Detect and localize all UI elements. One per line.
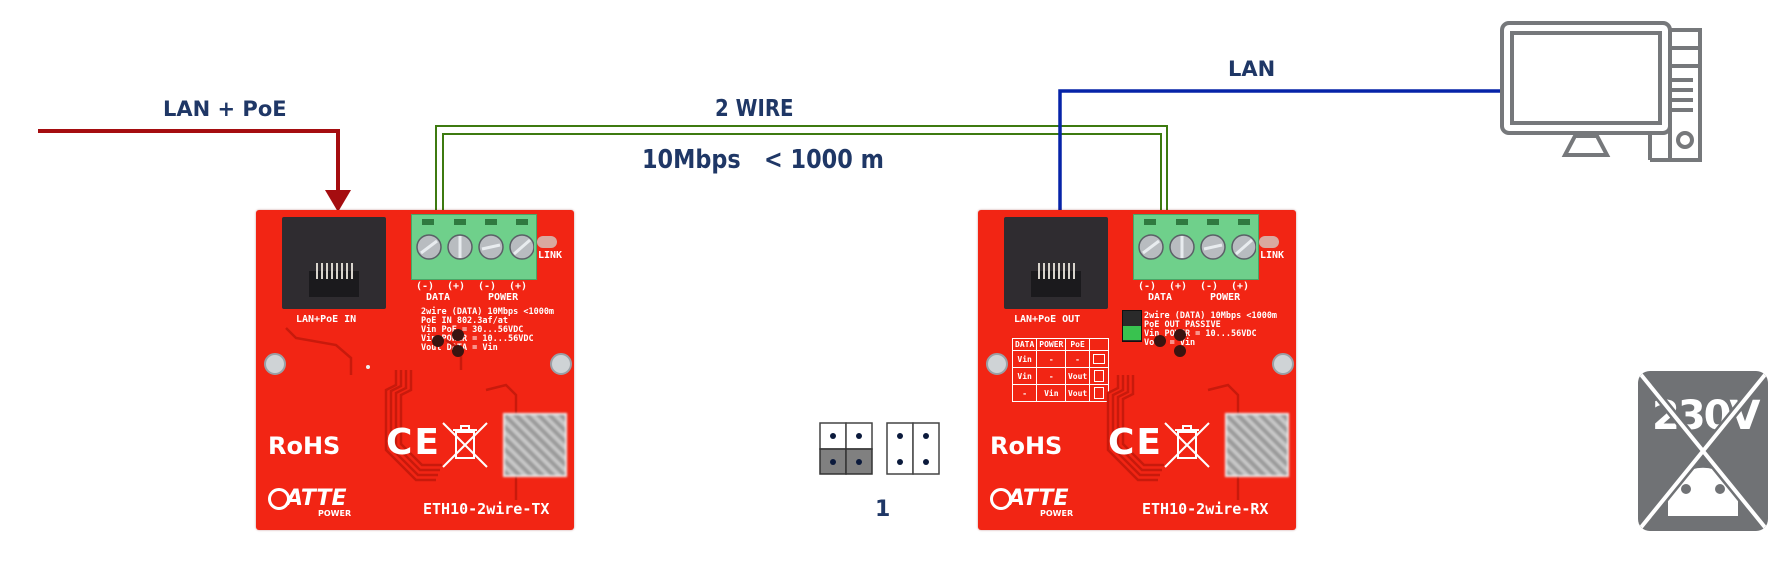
terminal-block[interactable] xyxy=(1133,214,1259,280)
terminal-label-3: (-) xyxy=(478,281,497,292)
lan-poe-label: LAN + PoE xyxy=(163,97,287,121)
terminal-group-power: POWER xyxy=(1210,292,1241,303)
terminal-group-power: POWER xyxy=(488,292,519,303)
two-wire-line-inner xyxy=(442,133,1162,213)
jumper-setting-icon xyxy=(1093,370,1104,382)
brand-logo: ATTE xyxy=(1008,486,1069,511)
terminal-label-2: (+) xyxy=(1169,281,1188,292)
rohs-mark: RoHS xyxy=(268,432,341,460)
screw xyxy=(1272,353,1294,375)
link-led xyxy=(1259,236,1279,248)
lan-line xyxy=(1058,89,1502,213)
port-label: LAN+PoE OUT xyxy=(1014,314,1081,325)
weee-bin-icon xyxy=(442,422,488,468)
poe-jumper[interactable] xyxy=(1122,310,1142,342)
spec-line: PoE IN 802.3af/at xyxy=(421,316,508,326)
brand-logo: ATTE xyxy=(286,486,347,511)
screw xyxy=(264,353,286,375)
jumper-open-icon xyxy=(886,422,940,475)
spec-line: Vin POWER = 10...56VDC xyxy=(421,334,534,344)
qr-code xyxy=(1225,413,1289,477)
terminal-group-data: DATA xyxy=(1148,292,1173,303)
rohs-mark: RoHS xyxy=(990,432,1063,460)
rj45-port-in xyxy=(282,217,386,309)
qr-code xyxy=(503,413,567,477)
spec-line: Vin PoE = 30...56VDC xyxy=(421,325,524,335)
power-icon xyxy=(990,488,1012,510)
jumper-table-cell: - xyxy=(1011,384,1038,402)
tx-board: LAN+PoE IN LINK (-) (+) (-) (+) DATA POW… xyxy=(256,210,574,530)
jumper-table-header: DATA xyxy=(1011,338,1038,351)
lan-label: LAN xyxy=(1228,57,1276,81)
terminal-group-data: DATA xyxy=(426,292,451,303)
jumper-closed-icon xyxy=(819,422,873,475)
terminal-label-1: (-) xyxy=(1138,281,1157,292)
rj45-port-out xyxy=(1004,217,1108,309)
spec-text: 2wire (DATA) 10Mbps <1000m PoE OUT PASSI… xyxy=(1144,312,1277,348)
jumper-table-cell: Vout xyxy=(1065,384,1090,402)
brand-sub: POWER xyxy=(1040,509,1074,518)
screw xyxy=(986,353,1008,375)
jumper-setting-icon xyxy=(1092,354,1105,364)
model-label: ETH10-2wire-RX xyxy=(1142,500,1269,518)
spec-line: 2wire (DATA) 10Mbps <1000m xyxy=(1144,311,1278,321)
spec-line: PoE OUT PASSIVE xyxy=(1144,320,1221,330)
ce-mark: CE xyxy=(1108,422,1164,463)
jumper-legend xyxy=(819,422,940,475)
power-icon xyxy=(268,488,290,510)
two-wire-line-outer xyxy=(435,125,1168,213)
speed-distance-label: 10Mbps < 1000 m xyxy=(642,145,884,175)
terminal-label-4: (+) xyxy=(509,281,528,292)
rx-board: LAN+PoE OUT LINK (-) (+) (-) (+) DATA PO… xyxy=(978,210,1296,530)
screw xyxy=(550,353,572,375)
jumper-table-cell: Vout xyxy=(1065,367,1090,385)
pcb-traces xyxy=(285,327,518,500)
no-230v-mains-icon: 230V xyxy=(1638,371,1768,531)
lan-poe-arrowhead xyxy=(325,190,351,212)
ce-mark: CE xyxy=(386,422,442,463)
port-label: LAN+PoE IN xyxy=(296,314,357,325)
jumper-position-label: 1 xyxy=(875,497,891,522)
spec-line: Vout = Vin xyxy=(1144,338,1196,348)
link-label: LINK xyxy=(1260,250,1285,261)
spec-line: 2wire (DATA) 10Mbps <1000m xyxy=(421,307,555,317)
pcb-traces xyxy=(1106,329,1240,500)
terminal-label-3: (-) xyxy=(1200,281,1219,292)
jumper-setting-icon xyxy=(1093,387,1104,399)
brand-sub: POWER xyxy=(318,509,352,518)
terminal-label-4: (+) xyxy=(1231,281,1250,292)
weee-bin-icon xyxy=(1164,422,1210,468)
lan-poe-line xyxy=(38,129,340,196)
desktop-computer-icon xyxy=(1500,21,1702,162)
socket-shape xyxy=(1668,467,1738,516)
terminal-block[interactable] xyxy=(411,214,537,280)
model-label: ETH10-2wire-TX xyxy=(423,500,550,518)
spec-line: Vin POWER = 10...56VDC xyxy=(1144,329,1257,339)
link-label: LINK xyxy=(538,250,563,261)
link-led xyxy=(537,236,557,248)
terminal-label-1: (-) xyxy=(416,281,435,292)
two-wire-label: 2 WIRE xyxy=(715,96,794,122)
terminal-label-2: (+) xyxy=(447,281,466,292)
